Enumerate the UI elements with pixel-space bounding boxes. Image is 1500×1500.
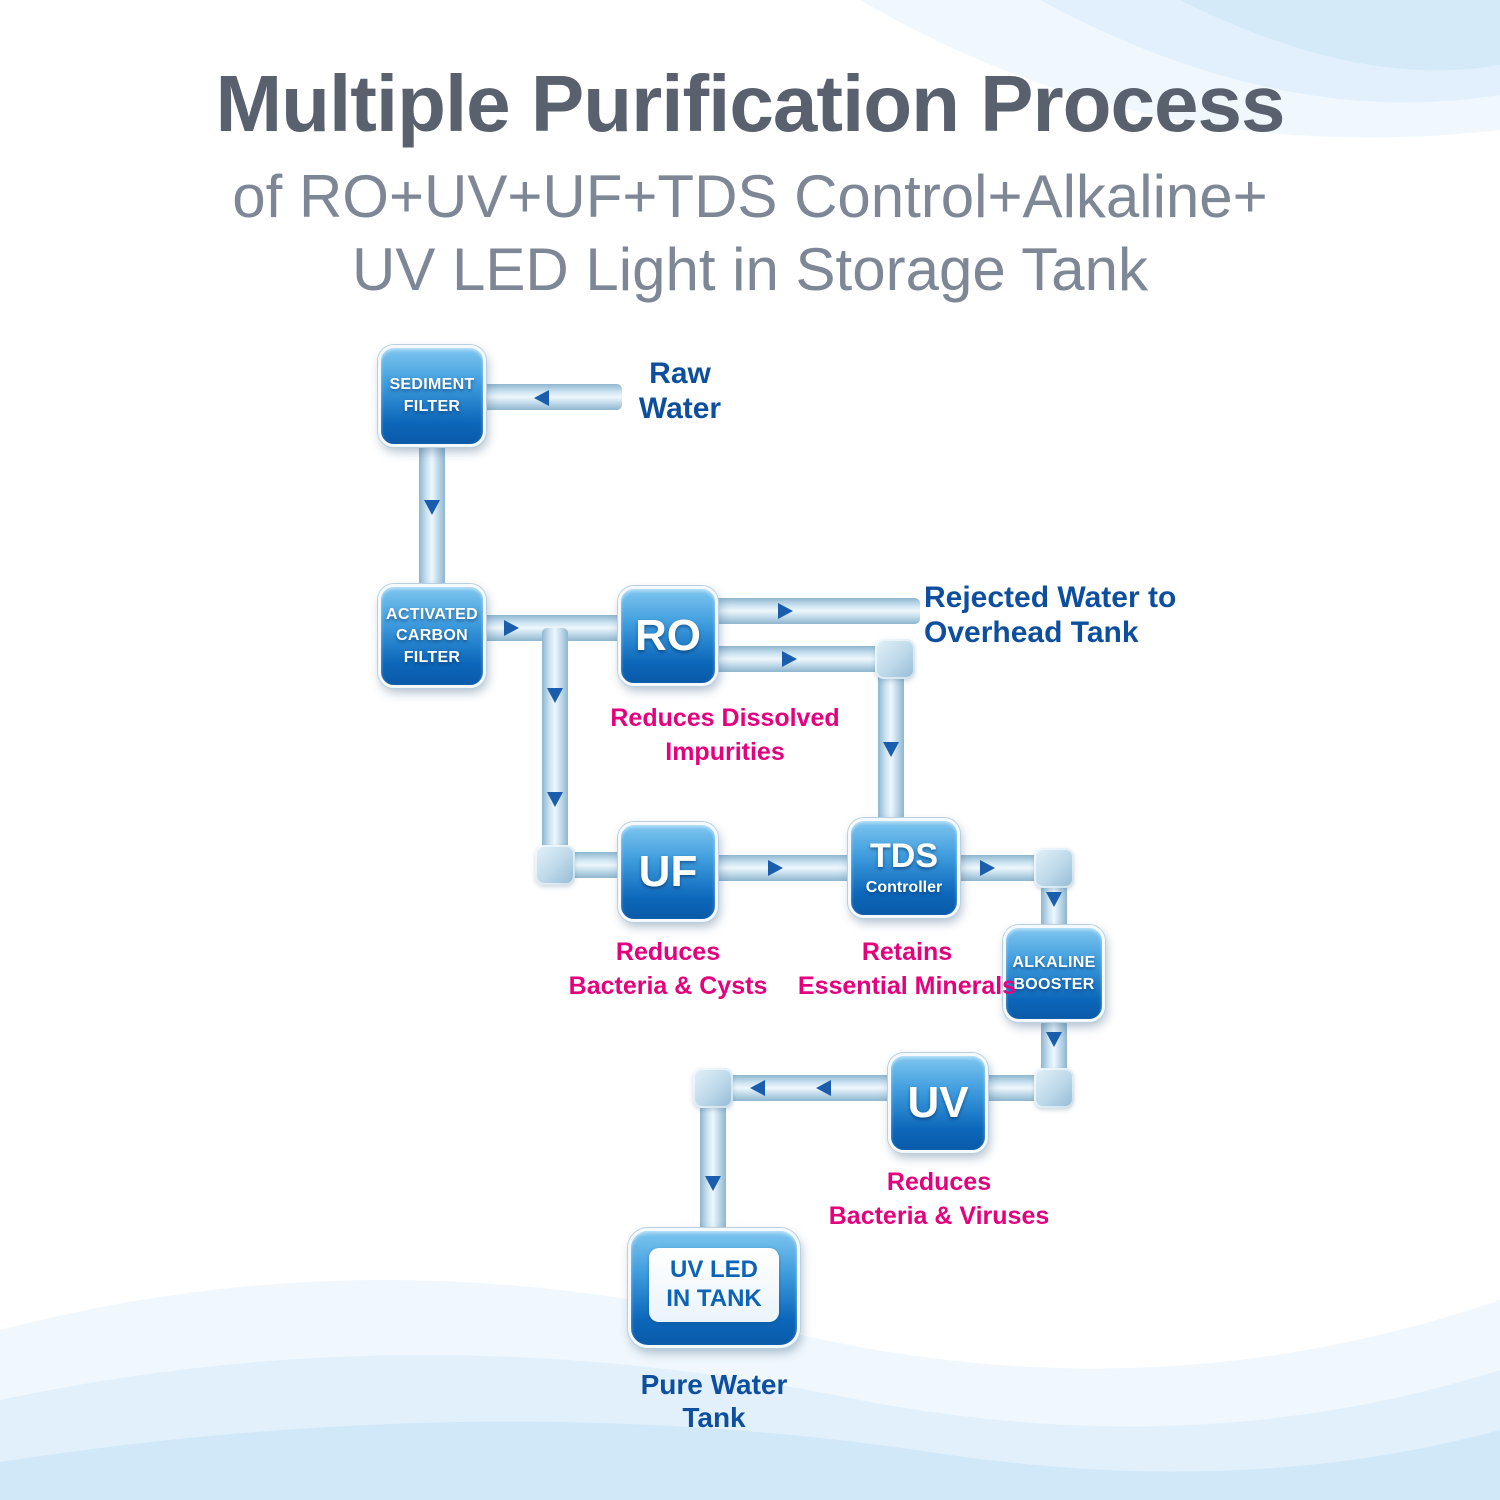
node-sediment-filter-label-line2: FILTER [403,398,461,415]
node-uv: UV [888,1053,988,1153]
page-subtitle-line1: of RO+UV+UF+TDS Control+Alkaline+ [232,163,1268,230]
arrow-down-icon [1046,892,1062,907]
node-alkaline-booster: ALKALINE BOOSTER [1003,925,1105,1022]
pipe-elbow-uv-tank [693,1068,733,1108]
tank-uv-led-panel: UV LED IN TANK [649,1248,779,1322]
label-raw-water: Raw Water [600,356,760,427]
node-sediment-filter-label-line1: SEDIMENT [389,376,475,394]
note-ro: Reduces Dissolved Impurities [610,704,840,766]
tank-label-line1: UV LED [669,1256,758,1284]
pipe-elbow-branch-uf [535,845,575,885]
arrow-right-icon [980,860,995,876]
arrow-down-icon [547,688,563,703]
arrow-down-icon [705,1176,721,1191]
node-tds-label: TDS [870,837,938,875]
note-tds-line2: Essential Minerals [797,971,1017,1000]
pipe-ro-to-tds [878,656,904,824]
note-uf-line2: Bacteria & Cysts [568,971,768,1000]
page-subtitle: of RO+UV+UF+TDS Control+Alkaline+ UV LED… [0,160,1500,306]
node-alkaline-label-line1: ALKALINE [1012,953,1096,971]
pipe-ro-out [712,646,898,672]
pipe-elbow-ro-tds [875,639,915,679]
arrow-right-icon [782,651,797,667]
node-pure-water-tank: UV LED IN TANK [628,1228,800,1348]
node-carbon-label-line3: FILTER [403,648,461,666]
pipe-uf-to-tds [714,855,852,881]
node-ro: RO [618,586,718,686]
pipe-sediment-to-carbon [419,440,445,590]
node-sediment-filter: SEDIMENT FILTER [378,345,486,447]
tank-label-line2: IN TANK [666,1285,762,1312]
node-uv-label: UV [907,1078,969,1127]
node-carbon-label-line2: CARBON [395,627,469,645]
pipe-elbow-alkaline-uv [1034,1068,1074,1108]
arrow-right-icon [768,860,783,876]
page-title: Multiple Purification Process [215,59,1285,148]
label-rejected-water-line1: Rejected Water to [924,581,1177,614]
pipe-uv-to-tank-vertical [700,1086,726,1234]
label-raw-water-line2: Water [638,392,722,426]
note-uv-line2: Bacteria & Viruses [828,1201,1050,1230]
label-rejected-water-line2: Overhead Tank [924,616,1139,650]
node-carbon-label-line1: ACTIVATED [386,605,478,623]
arrow-down-icon [424,500,440,515]
arrow-down-icon [547,792,563,807]
arrow-left-icon [750,1080,765,1096]
arrow-down-icon [1046,1032,1062,1047]
label-rejected-water: Rejected Water to Overhead Tank [924,580,1264,651]
label-pure-water-tank: Pure Water Tank [640,1369,788,1434]
pipe-raw-water [480,384,622,410]
node-tds-controller: TDS Controller [848,818,960,918]
pipe-elbow-tds-alkaline [1034,848,1074,888]
pipe-uv-to-tank-horizontal [704,1075,892,1101]
node-uf-label: UF [638,847,698,896]
note-uv: Reduces Bacteria & Viruses [825,1166,1053,1234]
page-subtitle-line2: UV LED Light in Storage Tank [351,236,1149,304]
node-activated-carbon-filter: ACTIVATED CARBON FILTER [378,584,486,688]
node-alkaline-label-line2: BOOSTER [1013,975,1095,993]
arrow-right-icon [504,620,519,636]
label-raw-water-line1: Raw [649,357,711,390]
node-tds-sublabel: Controller [865,879,943,896]
arrow-right-icon [778,603,793,619]
node-ro-label: RO [635,611,701,660]
pipe-ro-reject [712,598,920,624]
note-uv-line1: Reduces [886,1168,992,1196]
arrow-left-icon [816,1080,831,1096]
pipe-branch-to-uf-vertical [542,628,568,878]
node-uf: UF [618,822,718,922]
note-tds: Retains Essential Minerals [795,936,1019,1004]
note-tds-line1: Retains [861,938,953,966]
arrow-left-icon [534,390,549,406]
note-uf: Reduces Bacteria & Cysts [560,936,776,1004]
arrow-down-icon [883,742,899,757]
note-uf-line1: Reduces [615,938,721,966]
